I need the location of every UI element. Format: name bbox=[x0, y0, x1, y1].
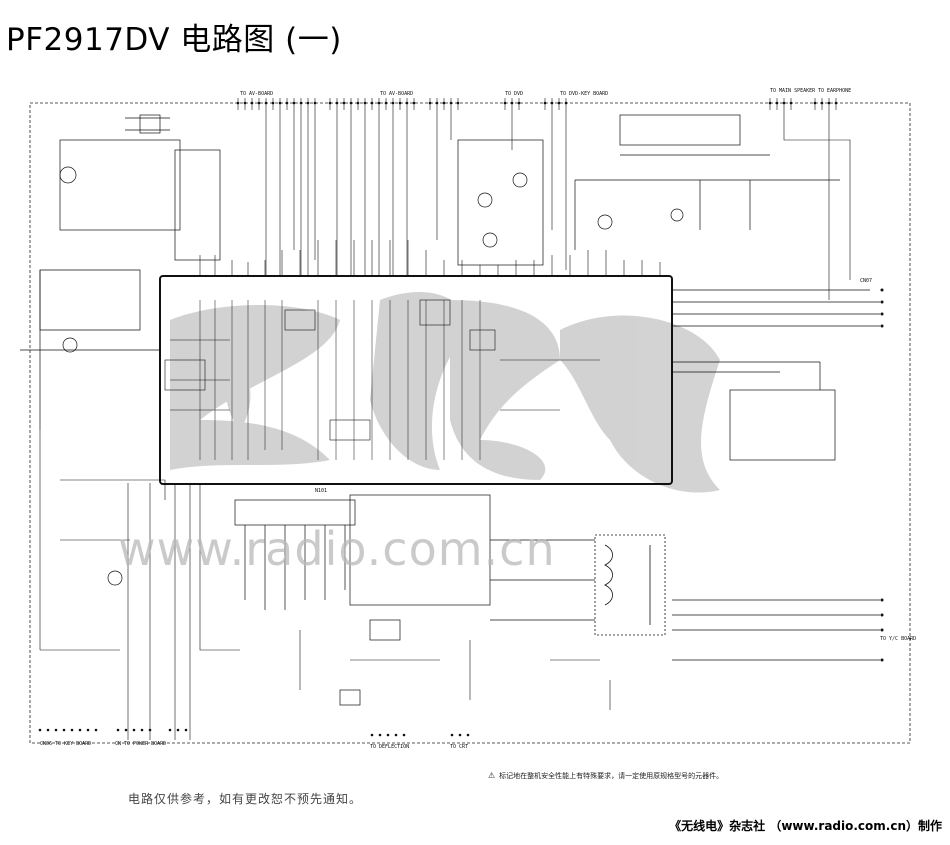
svg-text:CN TO POWER BOARD: CN TO POWER BOARD bbox=[115, 741, 166, 747]
svg-text:CN06 TO KEY BOARD: CN06 TO KEY BOARD bbox=[40, 741, 91, 747]
svg-text:TO DEFLECTION: TO DEFLECTION bbox=[370, 744, 409, 750]
disclaimer-note: 电路仅供参考，如有更改恕不预先通知。 bbox=[128, 792, 363, 806]
safety-warning: ⚠标记地在整机安全性能上有特殊要求，请一定使用原规格型号的元器件。 bbox=[488, 771, 723, 781]
svg-text:TO DVD-KEY BOARD: TO DVD-KEY BOARD bbox=[560, 91, 608, 97]
svg-text:TO CRT: TO CRT bbox=[450, 744, 468, 750]
svg-text:TO MAIN SPEAKER: TO MAIN SPEAKER bbox=[770, 88, 816, 94]
svg-text:TO Y/C BOARD: TO Y/C BOARD bbox=[880, 636, 916, 642]
warning-text: 标记地在整机安全性能上有特殊要求，请一定使用原规格型号的元器件。 bbox=[499, 772, 724, 780]
svg-text:TO AV-BOARD: TO AV-BOARD bbox=[240, 91, 273, 97]
svg-text:TO AV-BOARD: TO AV-BOARD bbox=[380, 91, 413, 97]
svg-text:TO EARPHONE: TO EARPHONE bbox=[818, 88, 851, 94]
svg-text:TO DVD: TO DVD bbox=[505, 91, 523, 97]
watermark-url: www.radio.com.cn bbox=[118, 522, 556, 576]
svg-text:N101: N101 bbox=[315, 488, 327, 494]
main-ic bbox=[159, 275, 673, 485]
svg-text:CN07: CN07 bbox=[860, 278, 872, 284]
credit-line: 《无线电》杂志社 （www.radio.com.cn）制作 bbox=[669, 819, 942, 833]
watermark-logo bbox=[170, 291, 720, 493]
page-title: PF2917DV 电路图 (一) bbox=[6, 22, 342, 58]
warning-triangle-icon: ⚠ bbox=[488, 771, 496, 780]
